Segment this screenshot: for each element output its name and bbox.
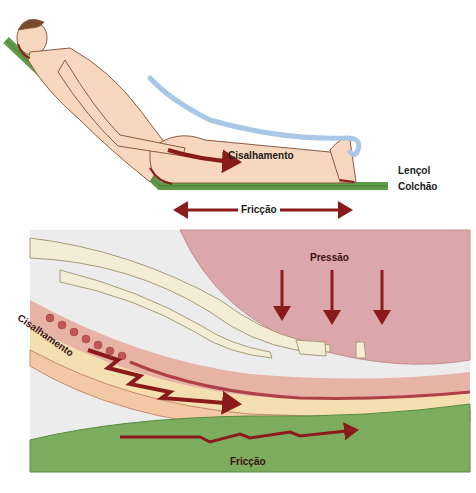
sheet — [150, 78, 359, 155]
force-label: Pressão — [310, 252, 349, 264]
patient — [17, 19, 356, 183]
force-label: Cisalhamento — [228, 150, 294, 162]
bed — [6, 40, 388, 186]
force-label: Colchão — [398, 181, 437, 193]
pressure-points — [18, 44, 354, 184]
shear-zigzag — [88, 350, 238, 404]
shear-arrow — [168, 150, 238, 162]
bones — [30, 238, 366, 358]
mattress — [30, 404, 470, 472]
pressure-arrows — [282, 270, 382, 322]
friction-zigzag — [120, 430, 356, 442]
force-label: Fricção — [230, 456, 266, 468]
force-label: Lençol — [398, 165, 430, 177]
force-label: Fricção — [238, 204, 280, 216]
panel-bg — [30, 230, 470, 472]
